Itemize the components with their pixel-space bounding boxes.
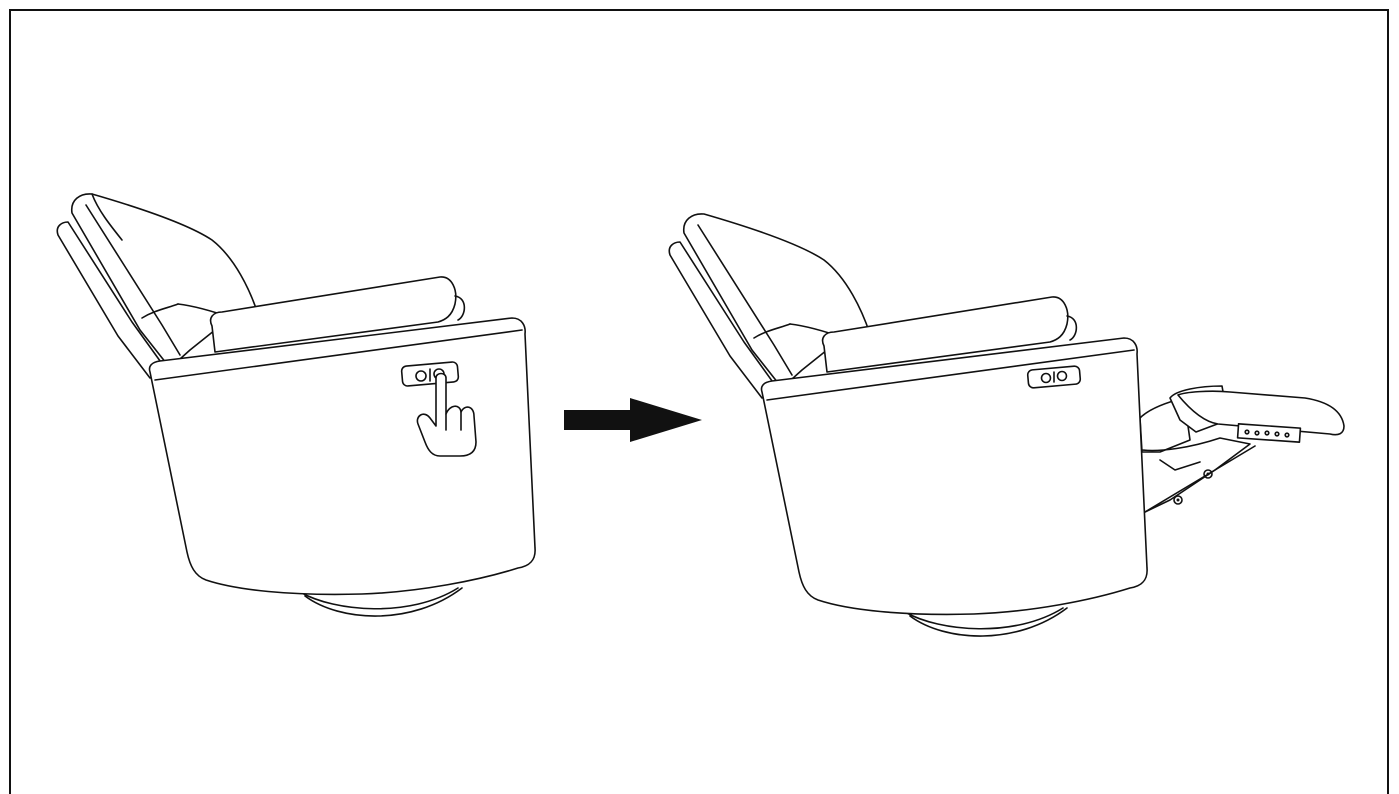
arrow-right-icon bbox=[564, 398, 702, 442]
footrest-mechanism-icon bbox=[1140, 386, 1344, 512]
power-button-panel-icon bbox=[1027, 366, 1080, 388]
chair-before bbox=[57, 194, 535, 616]
power-button-panel-icon bbox=[401, 362, 459, 387]
arm-side-left bbox=[149, 318, 535, 594]
chair-after bbox=[669, 214, 1344, 636]
arm-side-right bbox=[761, 338, 1147, 614]
